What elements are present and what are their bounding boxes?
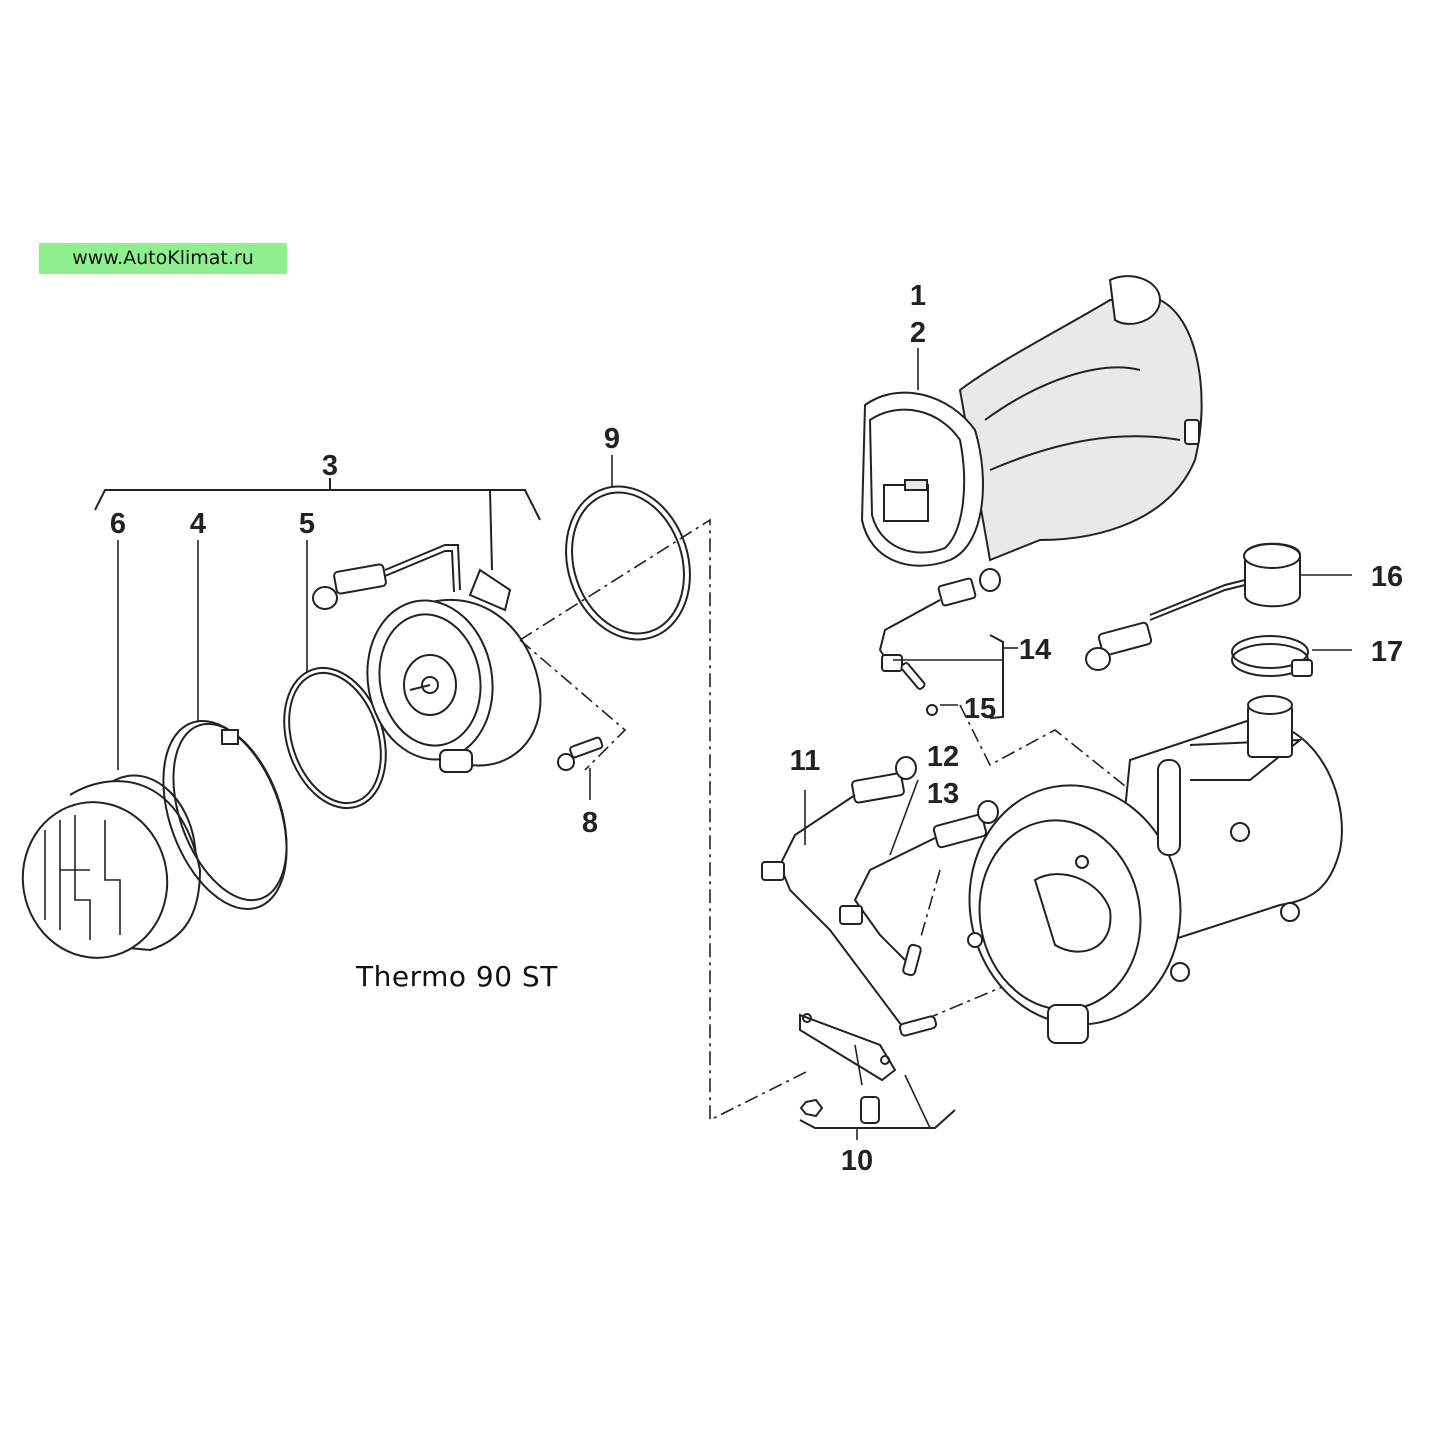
callout-5: 5 xyxy=(299,508,315,540)
temperature-sensor-part xyxy=(1085,542,1352,671)
group-bracket-3 xyxy=(94,478,541,571)
callout-11: 11 xyxy=(790,745,821,777)
callout-labels: 1 2 3 4 5 6 8 9 10 11 12 13 14 15 16 17 xyxy=(110,280,1403,1177)
sensor-clamp-part xyxy=(1231,635,1352,677)
callout-8: 8 xyxy=(582,807,598,839)
callout-12: 12 xyxy=(927,741,959,773)
callout-15: 15 xyxy=(964,693,996,725)
screw-part xyxy=(519,639,627,800)
callout-17: 17 xyxy=(1371,636,1403,668)
mounting-bracket-kit xyxy=(799,1013,956,1140)
callout-4: 4 xyxy=(190,508,206,540)
glow-pin-part xyxy=(878,568,1018,719)
callout-16: 16 xyxy=(1371,561,1403,593)
combustion-chamber-assembly xyxy=(312,544,542,773)
callout-2: 2 xyxy=(910,317,926,349)
model-caption: Thermo 90 ST xyxy=(356,960,558,993)
overheat-sensor-harness xyxy=(761,756,938,1037)
callout-9: 9 xyxy=(604,423,620,455)
o-ring-9 xyxy=(565,455,691,641)
website-badge[interactable]: www.AutoKlimat.ru xyxy=(39,243,287,274)
callout-3: 3 xyxy=(322,450,338,482)
callout-1: 1 xyxy=(910,280,926,312)
assembly-line-upper xyxy=(959,704,1131,791)
callout-14: 14 xyxy=(1019,634,1051,666)
assembly-line-main xyxy=(519,518,811,1122)
callout-13: 13 xyxy=(927,778,959,810)
assembly-line-sensor xyxy=(919,869,941,941)
end-cap-part xyxy=(21,540,202,959)
callout-6: 6 xyxy=(110,508,126,540)
callout-10: 10 xyxy=(841,1145,873,1177)
hose-clamp-part xyxy=(162,540,288,910)
flame-sensor-harness xyxy=(839,779,999,977)
heat-exchanger-body xyxy=(967,695,1343,1044)
burner-head-unit xyxy=(860,275,1203,567)
